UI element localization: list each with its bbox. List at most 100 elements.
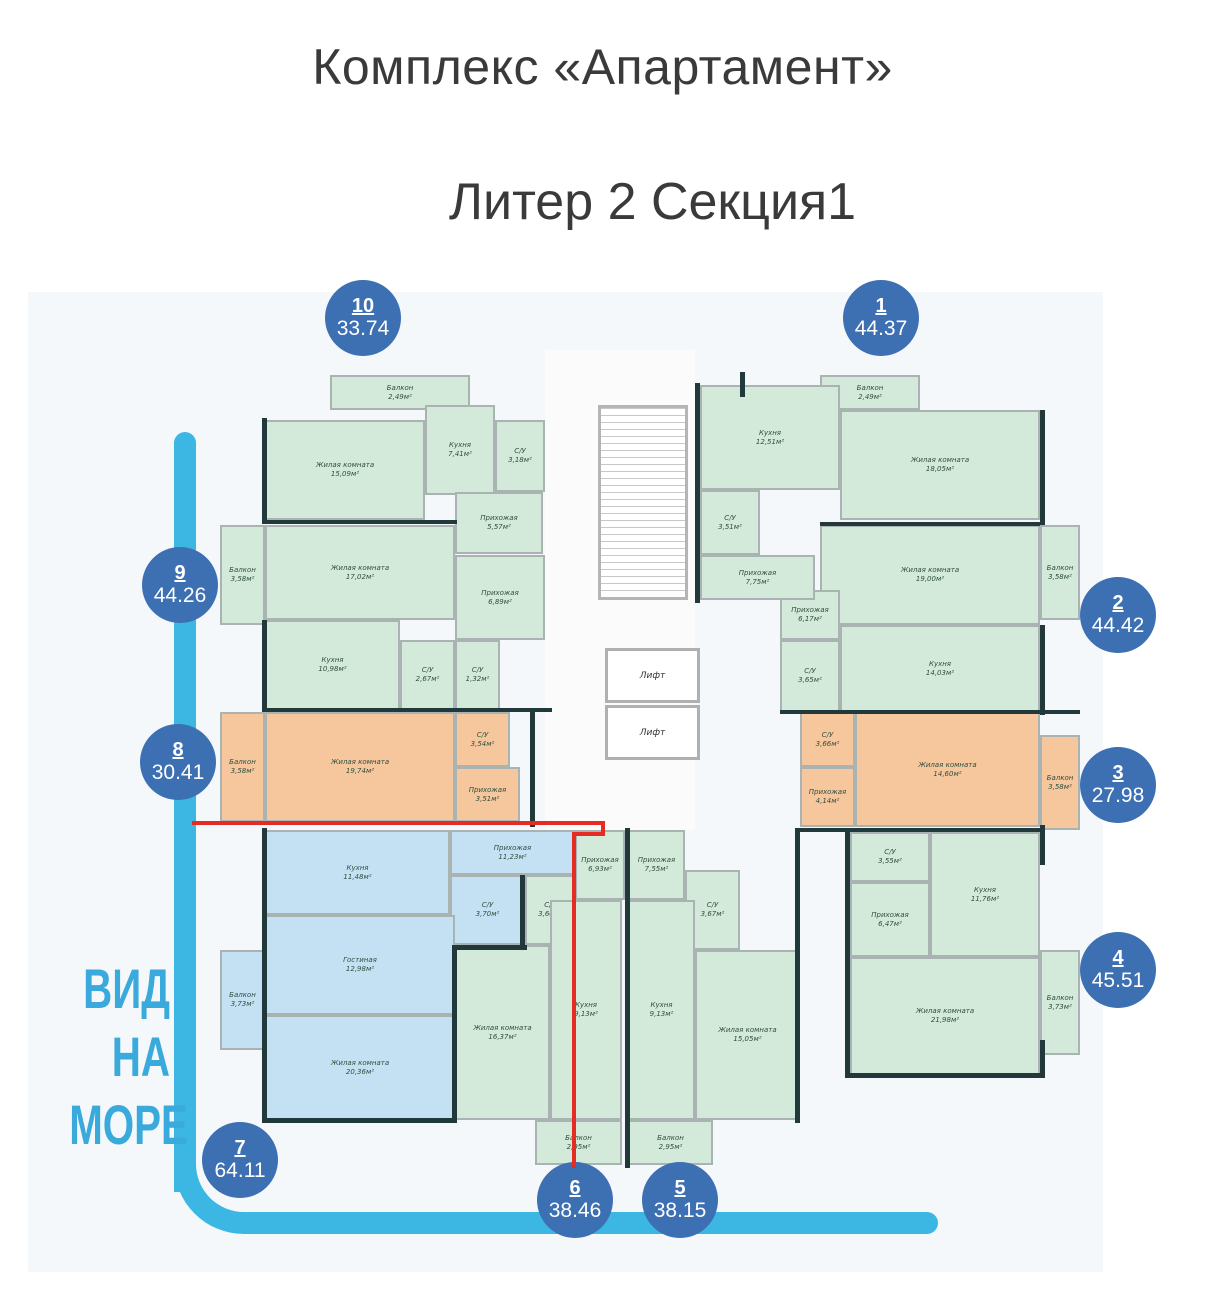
room-name: Балкон [229,566,256,574]
wall [845,828,850,1078]
room-name: Кухня [650,1001,673,1009]
sea-view-word: НА [111,1025,170,1088]
room-area: 19,74м² [345,767,375,775]
room-name: Кухня [758,428,782,437]
room-area: 18,05м² [925,465,955,473]
wall [262,418,267,523]
room-area: 3,58м² [230,575,255,583]
room-name: С/У [821,730,834,739]
room-area: 12,98м² [345,965,375,973]
room-name: Прихожая [481,588,519,597]
apartment-number: 8 [172,739,184,761]
room-area: 3,54м² [470,739,495,748]
wall [452,945,457,1123]
apartment-area: 30.41 [151,761,205,784]
room-name: Жилая комната [330,563,390,572]
apartment-area: 38.46 [548,1199,602,1222]
room-area: 1,32м² [465,675,490,683]
room-name: С/У [476,730,489,739]
apartment-area: 64.11 [214,1159,266,1182]
room-area: 3,58м² [230,767,255,775]
room-area: 12,51м² [755,437,785,446]
wall [262,520,457,524]
room-name: Гостиная [343,956,377,964]
apartment-number: 4 [1112,947,1124,969]
apartment-area: 33.74 [336,317,390,340]
room-name: Балкон [856,383,884,392]
room-area: 6,93м² [588,865,612,873]
room-name: Кухня [928,659,952,668]
room-area: 3,51м² [718,522,742,531]
room-area: 3,73м² [1048,1002,1072,1011]
room-name: Прихожая [808,788,847,796]
room-area: 3,58м² [1048,782,1072,791]
room-area: 2,95м² [566,1142,591,1151]
wall [1040,410,1045,525]
room-area: 2,95м² [658,1142,683,1151]
apartment-number: 7 [234,1137,246,1159]
room-name: С/У [724,513,736,522]
room-area: 15,09м² [330,470,360,478]
wall [695,383,700,603]
room-area: 2,67м² [415,675,440,683]
room-area: 7,41м² [448,450,472,458]
room-area: 3,18м² [508,456,532,464]
room-area: 4,14м² [815,797,840,805]
marker-line-step [573,832,605,836]
room-area: 11,48м² [343,872,372,881]
wall [795,828,800,1123]
room-area: 11,23м² [498,852,527,861]
sea-view-label: ВИД НА МОРЕ [69,955,188,1159]
room-name: Балкон [229,758,256,766]
wall [262,620,267,712]
room-name: С/У [884,848,896,856]
room-name: Прихожая [637,856,676,864]
sea-view-word: МОРЕ [69,1093,188,1156]
room-name: Балкон [1046,993,1074,1002]
lift-2: Лифт [605,705,700,760]
room-area: 17,02м² [345,572,375,581]
room-area: 9,13м² [649,1010,674,1018]
room-area: 3,55м² [878,857,902,865]
apartment-number: 9 [174,562,186,584]
room-name: Кухня [574,1001,598,1009]
marker-line-vertical [572,832,576,1168]
room-area: 14,03м² [925,668,955,677]
room-area: 19,00м² [915,575,945,583]
wall [1040,625,1045,715]
sea-view-line [174,432,196,1192]
room-name: Прихожая [871,910,909,919]
room-name: С/У [706,901,719,909]
room-name: Балкон [229,991,256,999]
room-area: 3,70м² [475,910,500,918]
